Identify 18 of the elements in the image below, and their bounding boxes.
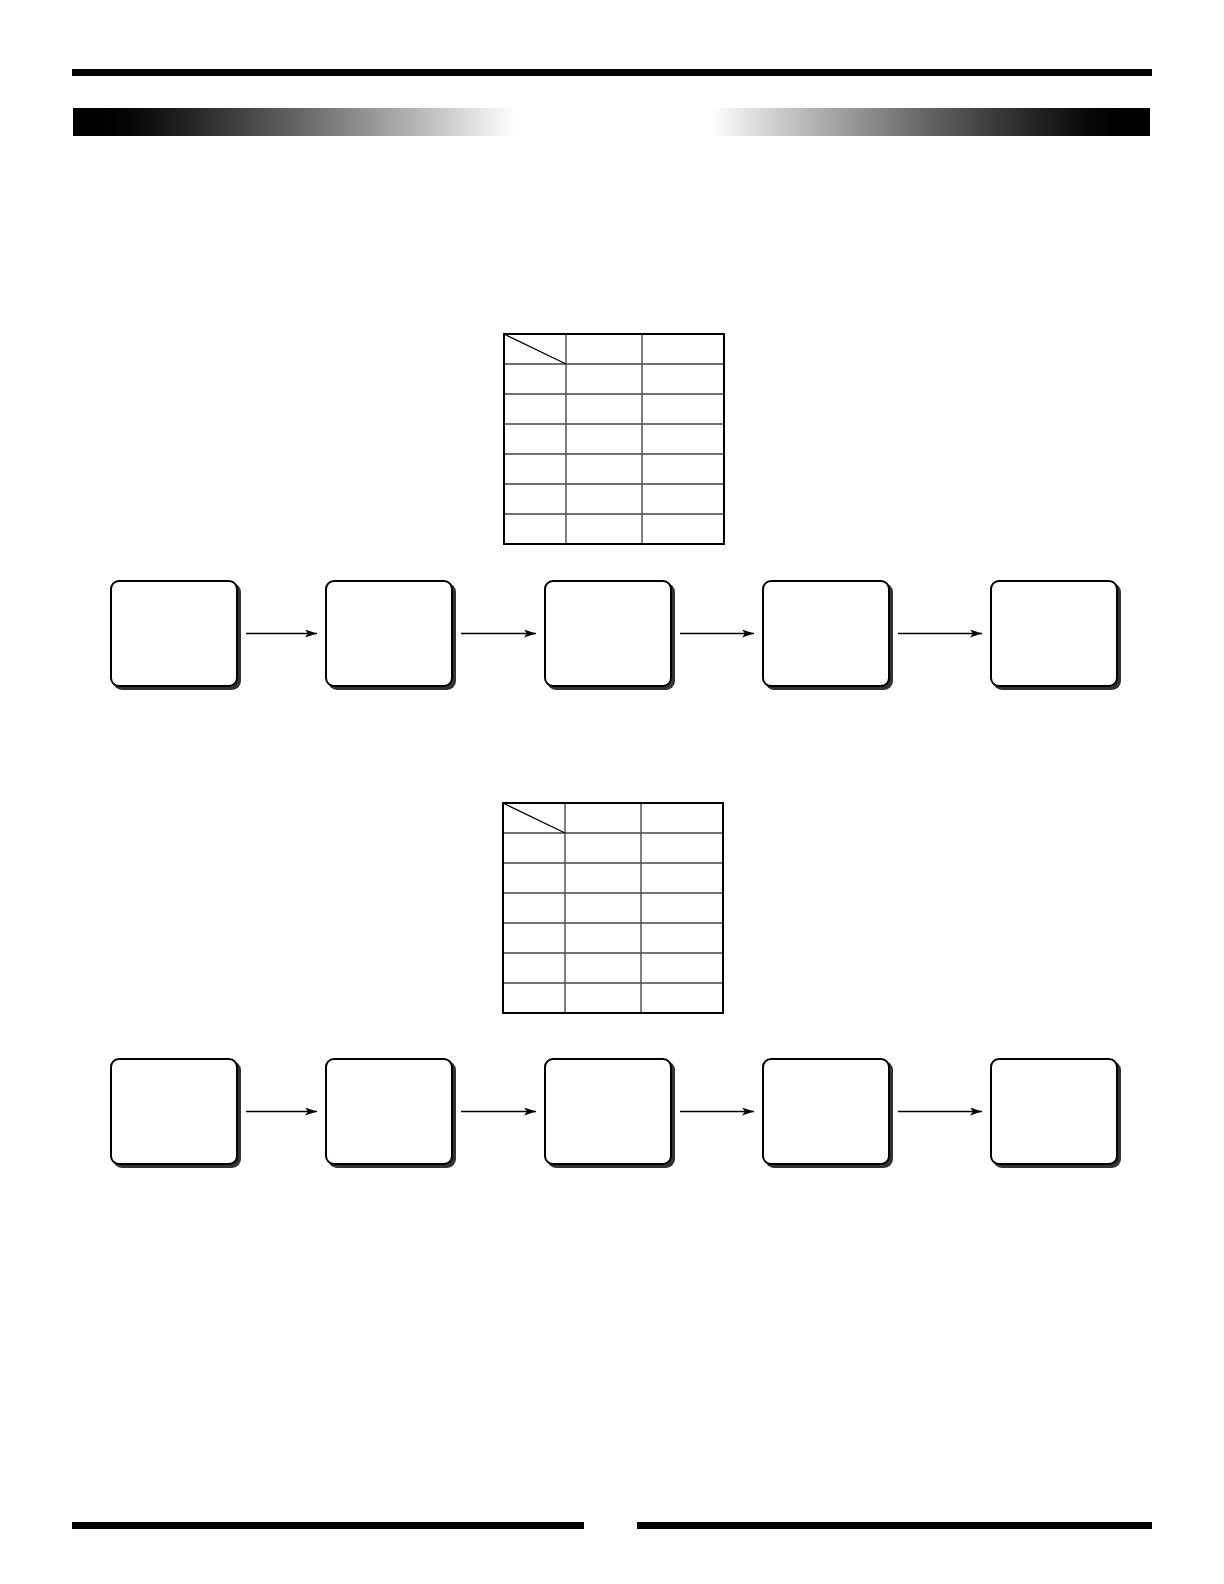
arrow [245,629,318,638]
arrow [460,629,537,638]
arrow [897,1107,983,1116]
arrow [679,629,755,638]
arrow [245,1107,318,1116]
arrow [460,1107,537,1116]
process-box [325,580,453,687]
process-box [990,1058,1118,1165]
process-box [762,580,890,687]
process-box [110,1058,238,1165]
process-box [544,1058,672,1165]
arrow [897,629,983,638]
process-box [110,580,238,687]
process-box [544,580,672,687]
process-box [762,1058,890,1165]
arrow [679,1107,755,1116]
process-box [325,1058,453,1165]
process-box [990,580,1118,687]
